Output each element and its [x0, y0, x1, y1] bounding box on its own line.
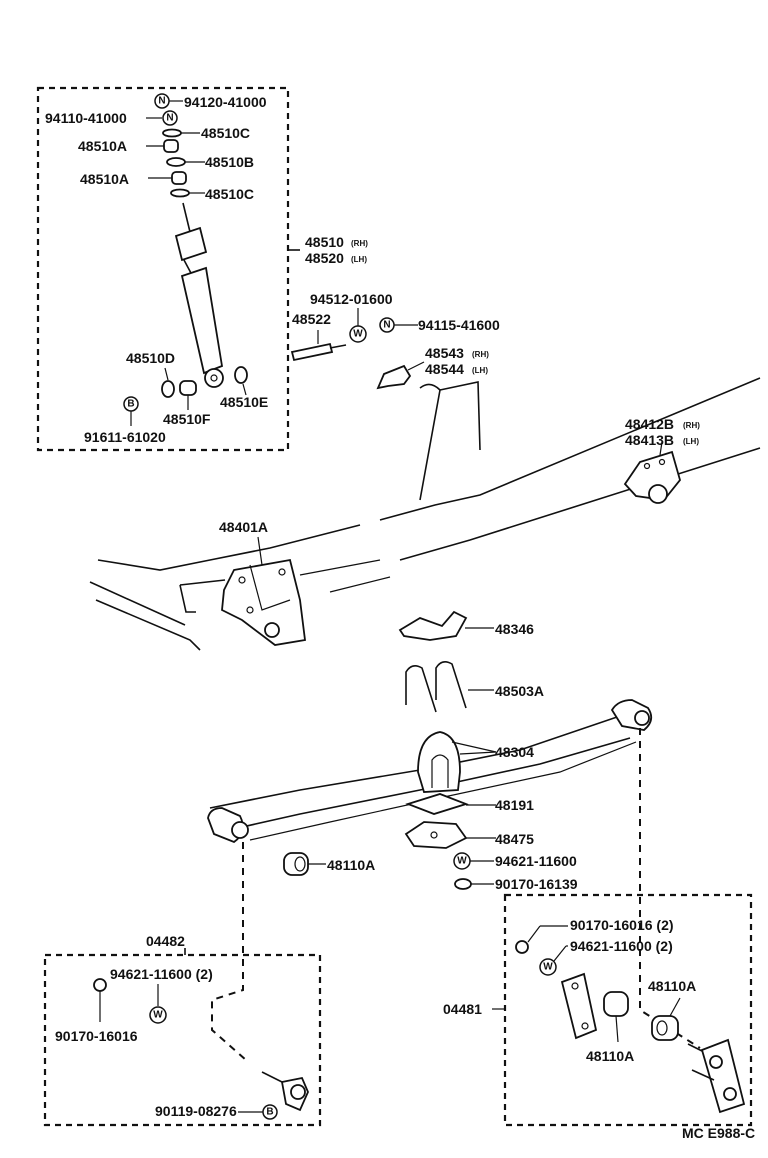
bushing-48510e: [234, 366, 248, 384]
diagram-code: MC E988-C: [682, 1125, 755, 1141]
nut-90170-16016: [93, 978, 107, 992]
label-48543: 48543: [425, 345, 464, 361]
shock-absorber: [174, 202, 224, 388]
label-48510e: 48510E: [220, 394, 268, 410]
label-48544: 48544: [425, 361, 464, 377]
label-48191: 48191: [495, 797, 534, 813]
bracket-48543: [376, 364, 412, 390]
label-48110a-kit-left: 48110A: [586, 1048, 634, 1064]
label-48413b: 48413B: [625, 432, 674, 448]
label-48346: 48346: [495, 621, 534, 637]
kit-04481-box: [503, 893, 753, 1127]
nut-90170-16016-kit: [515, 940, 529, 954]
connection-line-right: [639, 728, 701, 1049]
connection-line-left: [211, 842, 247, 1061]
shock-absorber-group-box: [36, 86, 290, 452]
shackle-plate: [560, 972, 598, 1040]
label-04481: 04481: [443, 1001, 482, 1017]
plate-48475: [404, 821, 468, 849]
svg-text:W: W: [543, 962, 553, 973]
label-48520-lh: (LH): [351, 255, 367, 264]
label-04482: 04482: [146, 933, 185, 949]
label-48520: 48520: [305, 250, 344, 266]
label-90170-16139: 90170-16139: [495, 876, 578, 892]
pad-48191: [405, 793, 469, 815]
spring-bolt-90119-08276: [261, 1071, 309, 1112]
label-94621-11600-kit-right: 94621-11600 (2): [570, 938, 673, 954]
bolt-symbol: B: [262, 1104, 278, 1120]
u-bolt-48503a: [405, 660, 467, 713]
label-48510c-top: 48510C: [201, 125, 250, 141]
label-94120-41000: 94120-41000: [184, 94, 267, 110]
spring-seat-48346: [398, 610, 468, 641]
label-91611-61020: 91611-61020: [84, 429, 166, 445]
svg-text:W: W: [353, 329, 363, 340]
bushing-48110a-kit-left: [603, 991, 629, 1017]
spring-hanger-48412b: [623, 450, 681, 504]
label-94621-11600: 94621-11600: [495, 853, 577, 869]
svg-text:B: B: [127, 399, 134, 410]
label-48110a-kit-right: 48110A: [648, 978, 696, 994]
label-48510a-bottom: 48510A: [80, 171, 129, 187]
svg-text:B: B: [266, 1107, 273, 1118]
bushing-48110a-kit-right: [651, 1015, 679, 1041]
label-48543-rh: (RH): [472, 350, 489, 359]
label-90170-16016-kit: 90170-16016 (2): [570, 917, 674, 933]
label-48510c-bottom: 48510C: [205, 186, 254, 202]
kit-04482-box: [43, 953, 322, 1127]
nut-symbol: N: [154, 93, 170, 109]
svg-text:W: W: [153, 1010, 163, 1021]
svg-text:N: N: [158, 96, 165, 107]
nut-90170-16139: [454, 878, 472, 890]
vehicle-frame: [89, 377, 761, 651]
cushion-48510a-top: [163, 139, 179, 153]
nut-symbol: N: [162, 110, 178, 126]
svg-text:W: W: [457, 856, 467, 867]
svg-text:N: N: [383, 320, 390, 331]
label-48510f: 48510F: [163, 411, 211, 427]
label-94621-11600-kit-left: 94621-11600 (2): [110, 966, 213, 982]
label-48412b-rh: (RH): [683, 421, 700, 430]
label-48510b: 48510B: [205, 154, 254, 170]
label-48412b: 48412B: [625, 416, 674, 432]
label-48510-rh: (RH): [351, 239, 368, 248]
label-48544-lh: (LH): [472, 366, 488, 375]
label-48413b-lh: (LH): [683, 437, 699, 446]
nut-symbol: N: [379, 317, 395, 333]
shackle-assembly: [687, 1038, 746, 1114]
bolt-symbol: B: [123, 396, 139, 412]
label-48510d: 48510D: [126, 350, 175, 366]
retainer-48510b: [166, 157, 186, 167]
label-48110a-center: 48110A: [327, 857, 375, 873]
label-94110-41000: 94110-41000: [45, 110, 127, 126]
label-48522: 48522: [292, 311, 331, 327]
label-48510a-top: 48510A: [78, 138, 127, 154]
label-94512-01600: 94512-01600: [310, 291, 393, 307]
bushing-48510d: [161, 380, 175, 398]
spring-bumper-48304: [417, 731, 461, 793]
washer-48510c-bottom: [170, 188, 190, 198]
washer-symbol: W: [539, 958, 557, 976]
washer-48510c-top: [162, 128, 182, 138]
label-48304: 48304: [495, 744, 534, 760]
label-48475: 48475: [495, 831, 534, 847]
label-94115-41600: 94115-41600: [418, 317, 500, 333]
label-48401a: 48401A: [219, 519, 268, 535]
label-90119-08276: 90119-08276: [155, 1103, 237, 1119]
cushion-48510a-bottom: [171, 171, 187, 185]
label-48510: 48510: [305, 234, 344, 250]
washer-symbol: W: [453, 852, 471, 870]
washer-symbol: W: [349, 325, 367, 343]
spring-bracket-48401a: [221, 558, 307, 646]
label-48503a: 48503A: [495, 683, 544, 699]
stud-48522: [290, 342, 334, 362]
collar-48510f: [179, 380, 197, 396]
washer-symbol: W: [149, 1006, 167, 1024]
svg-text:N: N: [166, 113, 173, 124]
label-90170-16016: 90170-16016: [55, 1028, 138, 1044]
